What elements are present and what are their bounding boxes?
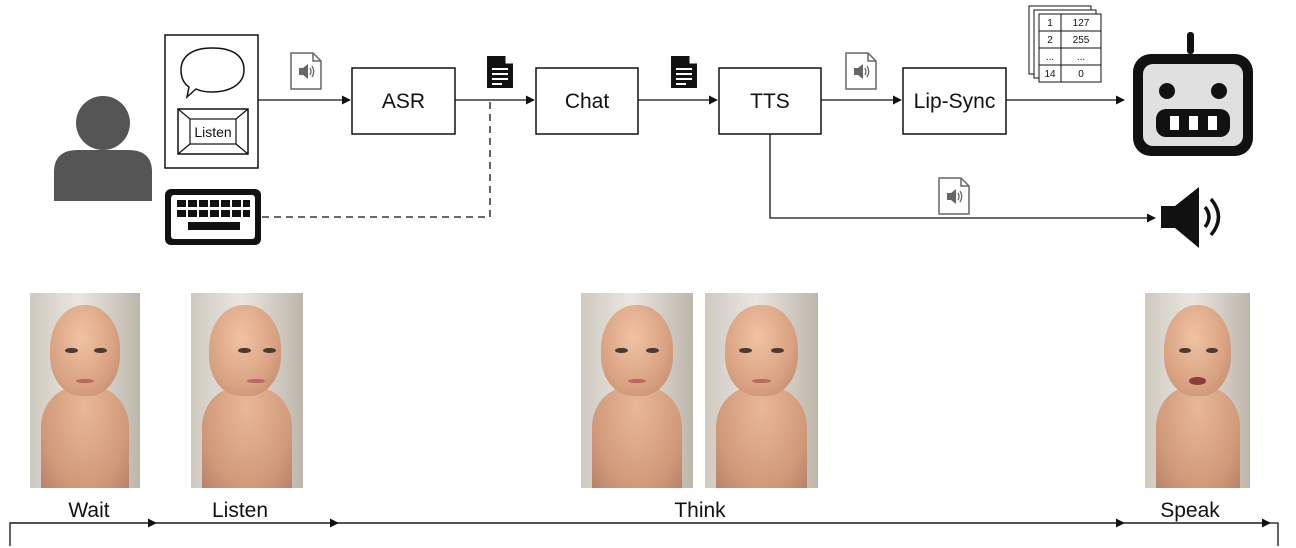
asr-box: ASR (351, 67, 456, 135)
robot-photo-wait (30, 293, 140, 488)
listen-button-label: Listen (194, 124, 231, 140)
connector-keyboard-to-chat (262, 100, 491, 218)
viseme-table-cell: ... (1077, 52, 1085, 63)
keyboard-icon (165, 189, 261, 245)
chat-label: Chat (565, 90, 610, 113)
robot-photo-think-2 (705, 293, 818, 488)
lipsync-label: Lip-Sync (914, 90, 996, 113)
speaker-icon (1161, 187, 1221, 248)
robot-icon (1133, 32, 1253, 156)
asr-label: ASR (382, 90, 425, 113)
viseme-table-cell: 2 (1047, 35, 1053, 46)
viseme-table-cell: 1 (1047, 18, 1053, 29)
chat-box: Chat (535, 67, 639, 135)
audio-file-icon (938, 177, 970, 215)
stage-wait-label: Wait (68, 499, 109, 522)
robot-photo-think-1 (581, 293, 693, 488)
audio-file-icon (845, 52, 877, 90)
tts-label: TTS (750, 90, 790, 113)
text-file-icon (486, 55, 514, 89)
viseme-table-cell: 127 (1073, 18, 1090, 29)
viseme-table-cell: ... (1046, 52, 1054, 63)
robot-photo-listen (191, 293, 303, 488)
connector-tts-to-speaker (769, 134, 1156, 223)
viseme-table-cell: 255 (1073, 35, 1090, 46)
listen-button[interactable]: Listen (177, 108, 249, 155)
user-icon (54, 96, 152, 201)
timeline: Wait Listen Think Speak (9, 499, 1279, 546)
lipsync-box: Lip-Sync (902, 67, 1007, 135)
robot-photo-speak (1145, 293, 1250, 488)
stage-listen-label: Listen (212, 499, 268, 522)
stage-speak-label: Speak (1160, 499, 1220, 522)
tts-box: TTS (718, 67, 822, 135)
audio-file-icon (290, 52, 322, 90)
text-file-icon (670, 55, 698, 89)
speech-bubble-icon (180, 47, 245, 100)
stage-think-label: Think (674, 499, 726, 522)
viseme-table: 1 127 2 255...... 14 0 (1028, 5, 1102, 83)
viseme-table-cell: 0 (1078, 69, 1084, 80)
viseme-table-cell: 14 (1044, 69, 1056, 80)
